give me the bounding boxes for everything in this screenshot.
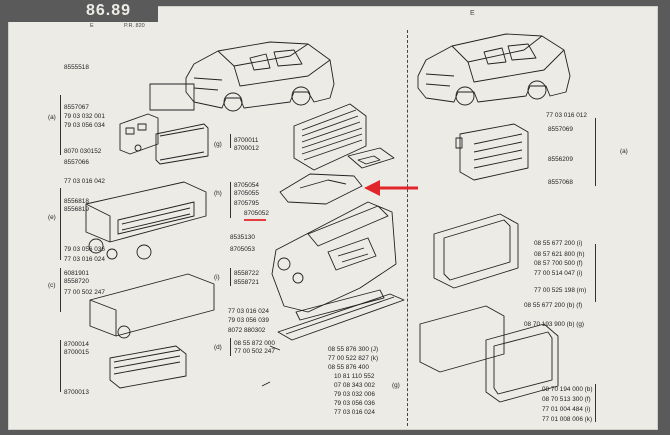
dome-lamp-assembly [119,83,209,165]
part-label: 08 55 876 300 (J) [328,346,379,353]
part-label: 77 03 016 024 [64,256,105,263]
interior-lamp-large [433,213,519,289]
part-label: 8557066 [64,159,89,166]
part-label: 8556818 [64,198,89,205]
part-label: 08 57 621 800 (h) [534,251,585,258]
part-label: 8700011 [234,137,259,144]
part-label: 08 55 872 000 [234,340,275,347]
tray-part [109,345,187,389]
part-label: 77 01 004 484 (i) [542,406,591,413]
center-console-upper [85,181,207,260]
part-label: 6081901 [64,270,89,277]
part-label: 8557067 [64,104,89,111]
bracket-part-8705052 [279,173,363,205]
header-band [8,6,158,22]
callout-letter: (a) [48,114,56,121]
interior-lamp-small [455,123,529,181]
part-label: 77 00 525 198 (m) [534,287,587,294]
callout-letter: (d) [214,344,222,351]
part-label: 07 08 343 002 [334,382,375,389]
trim-strip [261,293,405,387]
header-letter: E [90,23,94,29]
part-label: 8558722 [234,270,259,277]
part-label: 8700014 [64,341,89,348]
catalog-page: 86.89 E P.R. 820 E [8,2,658,430]
part-label: 08 55 876 400 [328,364,369,371]
part-label: 8705055 [234,190,259,197]
part-label: 8556819 [64,206,89,213]
part-label-highlighted: 8705052 [244,210,269,217]
part-label: 08 57 700 500 (f) [534,260,583,267]
part-label: 10 81 110 552 [334,373,375,380]
part-label: 77 03 016 024 [334,409,375,416]
part-label: 08 70 193 900 (b) (g) [524,321,585,328]
part-label: 08 55 677 200 (i) [534,240,583,247]
part-label: 8555518 [64,64,89,71]
callout-letter: (g) [392,382,400,389]
courtesy-lamp [419,305,559,403]
red-annotation [244,180,418,221]
part-label: 8557069 [548,126,573,133]
part-label: 08 70 513 300 (f) [542,396,591,403]
part-label: 77 00 502 247 [234,348,275,355]
column-divider [407,30,408,426]
callout-letter: (i) [214,274,220,281]
center-console-lower [89,273,215,339]
callout-letter: (c) [48,282,56,289]
part-label: 8700015 [64,349,89,356]
part-label: 77 01 008 006 (k) [542,416,593,423]
dashboard-assembly [271,201,397,321]
part-label: 77 03 016 042 [64,178,105,185]
part-label: 79 03 032 006 [334,391,375,398]
grille-panel [293,103,395,171]
part-label: 8705054 [234,182,259,189]
callout-letter: (g) [214,141,222,148]
part-label: 8705795 [234,200,259,207]
part-label: 77 03 016 012 [546,112,587,119]
part-label: 08 70 194 000 (b) [542,386,593,393]
part-label: 79 03 032 001 [64,113,105,120]
callout-letter: (e) [48,214,56,221]
page-code: 86.89 [86,2,132,19]
part-label: 8556209 [548,156,573,163]
part-label: 79 03 056 039 [228,317,269,324]
part-label: 8070 030152 [64,148,102,155]
part-label: 08 55 677 200 (b) (f) [524,302,583,309]
part-label: 8700013 [64,389,89,396]
part-label: 8558720 [64,278,89,285]
part-label: 8558721 [234,279,259,286]
car-illustration-left [185,41,335,112]
part-label: 79 03 056 036 [64,246,105,253]
header-right-mark: E [470,10,475,17]
car-illustration-right [417,33,571,106]
part-label: 8700012 [234,145,259,152]
part-label: 77 00 502 247 [64,289,105,296]
exploded-parts-drawing [85,33,571,403]
callout-letter: (a) [620,148,628,155]
part-label: 8705053 [230,246,255,253]
part-label: 79 03 056 034 [64,122,105,129]
callout-letter: (h) [214,190,222,197]
part-label: 8535130 [230,234,255,241]
part-label: 8072 880302 [228,327,266,334]
part-label: 79 03 056 036 [334,400,375,407]
part-label: 77 03 016 024 [228,308,269,315]
part-label: 77 00 514 047 (i) [534,270,583,277]
header-pr: P.R. 820 [124,23,145,29]
part-label: 77 00 522 827 (k) [328,355,379,362]
part-label: 8557068 [548,179,573,186]
